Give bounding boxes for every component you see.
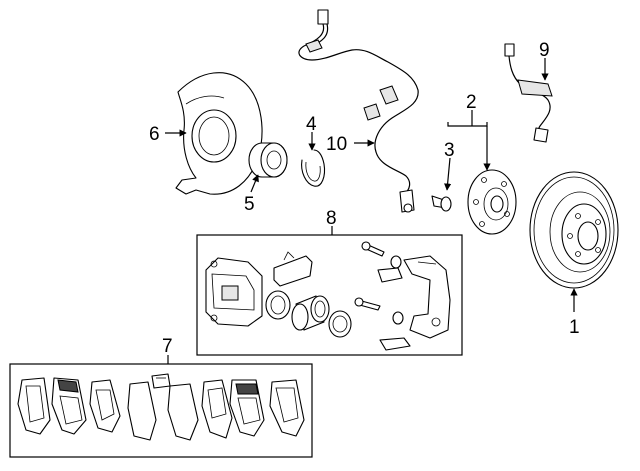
- abs-sensor-wire: [298, 9, 419, 213]
- pad-7: [229, 379, 265, 437]
- pad-clips: [377, 267, 411, 351]
- piston: [291, 295, 330, 331]
- brake-rotor: [529, 171, 619, 289]
- callout-9: 9: [539, 40, 550, 61]
- bleeder-bracket: [273, 251, 313, 287]
- caliper-assembly-box: [196, 234, 463, 356]
- pad-1: [17, 377, 51, 435]
- splash-shield: [175, 72, 263, 195]
- callout-7: 7: [162, 336, 173, 357]
- guide-pins: [354, 241, 404, 325]
- snap-ring: [301, 149, 326, 187]
- callout-8: 8: [326, 208, 337, 229]
- pad-8: [269, 379, 305, 437]
- pad-shim-clip: [151, 373, 171, 389]
- callout-2: 2: [466, 92, 477, 113]
- callout-4: 4: [306, 114, 317, 135]
- callout-3: 3: [444, 140, 455, 161]
- callout-10: 10: [326, 134, 347, 155]
- brake-pad-box: [9, 363, 313, 458]
- leader-5: [250, 174, 259, 193]
- callout-5: 5: [244, 194, 255, 215]
- bracket-2: [447, 122, 488, 127]
- caliper-bracket: [403, 255, 451, 339]
- wheel-bearing: [248, 142, 288, 178]
- hub-flange: [467, 169, 517, 235]
- caliper-body: [205, 257, 263, 327]
- pad-5: [167, 383, 199, 441]
- pad-6: [201, 379, 233, 439]
- piston-seal: [265, 290, 291, 320]
- pad-4: [127, 381, 157, 441]
- sensor-harness: [504, 43, 553, 143]
- leader-3: [444, 157, 452, 191]
- pad-3: [89, 379, 121, 433]
- callout-1: 1: [569, 317, 580, 338]
- hub-bolt: [431, 195, 452, 212]
- pad-2: [51, 377, 87, 435]
- callout-6: 6: [149, 124, 160, 145]
- piston-boot: [328, 310, 352, 338]
